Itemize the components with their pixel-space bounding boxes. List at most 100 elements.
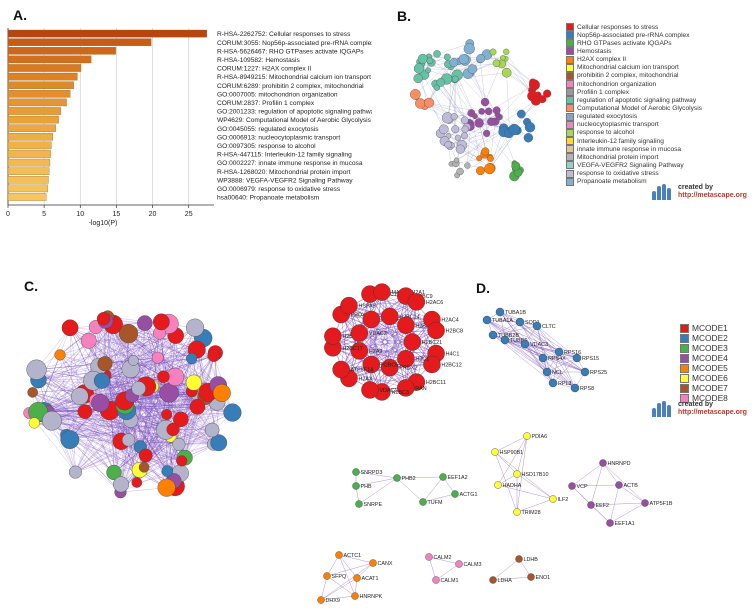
network-node (27, 387, 38, 398)
network-node (443, 53, 451, 61)
legend-swatch (566, 88, 574, 97)
network-node (424, 97, 435, 108)
legend-swatch (680, 393, 689, 403)
network-node (425, 67, 431, 74)
gene-label: RPL3 (558, 381, 572, 387)
gene-label: ATP5F1B (650, 501, 673, 507)
network-node (450, 113, 458, 121)
network-node (492, 106, 501, 115)
network-node (173, 411, 189, 428)
enrichment-legend-item: Mitochondrial calcium ion transport (566, 63, 702, 72)
network-node (166, 422, 180, 437)
gene-label: CALM3 (464, 562, 482, 568)
gene-node (381, 307, 399, 326)
bar-label: GO:0007005: mitochondrion organization (217, 91, 338, 98)
legend-label: response to alcohol (577, 129, 635, 137)
gene-node (542, 367, 552, 377)
legend-label: VEGFA-VEGFR2 Signaling Pathway (577, 161, 684, 169)
bar-label: R-HSA-109582: Hemostasis (217, 57, 301, 64)
gene-label: H2BC11 (426, 380, 446, 386)
gene-node (323, 572, 331, 580)
mcode-legend-item: MCODE8 (680, 393, 728, 403)
network-node (42, 410, 62, 431)
gene-label: TRIM28 (522, 510, 541, 516)
bar-label: CORUM:6289: prohibitin 2 complex, mitoch… (217, 83, 364, 90)
network-node (97, 356, 113, 372)
network-node (415, 98, 426, 109)
bar-label: GO:2001233: regulation of apoptotic sign… (217, 109, 372, 116)
gene-label: DHX9 (326, 598, 340, 604)
gene-node (403, 333, 422, 351)
network-node (106, 464, 122, 481)
legend-label: Propanoate metabolism (577, 178, 647, 186)
legend-label: regulation of apoptotic signaling pathwa… (577, 96, 697, 104)
gene-node (572, 353, 582, 363)
x-tick-label: 0 (6, 211, 10, 218)
legend-swatch (566, 145, 574, 154)
gene-node (369, 559, 377, 567)
gene-label: HNRNPK (360, 594, 383, 600)
gene-label: SNRPD3 (361, 470, 383, 476)
gene-node (427, 321, 445, 340)
mcode-legend-item: MCODE7 (680, 383, 728, 393)
network-node (543, 89, 552, 98)
bar (7, 72, 78, 81)
legend-label: regulated exocytosis (577, 113, 638, 121)
metascape-url[interactable]: http://metascape.org (678, 192, 747, 199)
gene-node (397, 350, 415, 368)
gene-node (397, 379, 415, 397)
legend-swatch (566, 63, 574, 72)
gene-label: ENO1 (536, 575, 551, 581)
enrichment-legend-item: innate immune response in mucosa (566, 145, 702, 154)
bar-label: hsa00640: Propanoate metabolism (217, 195, 320, 202)
bar (7, 124, 56, 132)
mcode-components: H2BC21H4C1H2BC12H3C1H2BC11RANPRDX2H2BC3V… (317, 283, 673, 604)
bar-label: R-HSA-5626467: RHO GTPases activate IQGA… (217, 48, 364, 55)
gene-node (554, 347, 564, 357)
gene-label: ACTB (624, 483, 639, 489)
metascape-logo-icon (650, 401, 676, 417)
legend-label: RHO GTPases activate IQGAPs (577, 39, 672, 47)
gene-label: H4C1 (446, 352, 460, 358)
gene-node (494, 481, 502, 489)
network-node (464, 162, 471, 169)
network-node (534, 91, 542, 99)
enrichment-legend-item: Cellular responses to stress (566, 23, 702, 32)
network-node (523, 133, 534, 143)
network-node (413, 73, 423, 84)
legend-swatch (680, 343, 689, 353)
legend-label: Mitochondrial calcium ion transport (577, 64, 679, 72)
mcode-legend-item: MCODE4 (680, 353, 728, 363)
gene-node (350, 342, 369, 360)
bar (7, 150, 51, 158)
network-node (461, 125, 469, 133)
enrichment-legend-item: H2AX complex II (566, 55, 702, 64)
bar-label: R-HSA-8949215: Mitochondrial calcium ion… (217, 74, 371, 81)
network-node (489, 48, 497, 56)
panel-d-letter: D. (476, 280, 490, 296)
network-node (159, 383, 179, 403)
metascape-logo-icon (650, 184, 676, 200)
network-node (121, 433, 136, 447)
bar-label: R-HSA-1268020: Mitochondrial protein imp… (217, 169, 351, 176)
network-node (478, 108, 486, 115)
network-node (113, 476, 130, 493)
legend-swatch (566, 80, 574, 89)
network-node (186, 352, 198, 365)
bar-label: R-HSA-2262752: Cellular responses to str… (217, 31, 351, 38)
created-by-text: created by (678, 184, 714, 191)
bar-label: GO:0006913: nucleocytoplasmic transport (217, 134, 340, 141)
network-node (460, 116, 469, 125)
gene-node (495, 307, 505, 317)
network-node (93, 372, 111, 389)
network-node (61, 319, 79, 337)
network-node (472, 113, 478, 120)
gene-label: HSP90B1 (500, 450, 524, 456)
gene-label: H3C1 (415, 357, 429, 363)
gene-label: RAN (415, 386, 426, 392)
legend-label: MCODE6 (692, 373, 728, 383)
gene-label: TUBA1A (492, 318, 513, 324)
metascape-url[interactable]: http://metascape.org (678, 409, 747, 416)
